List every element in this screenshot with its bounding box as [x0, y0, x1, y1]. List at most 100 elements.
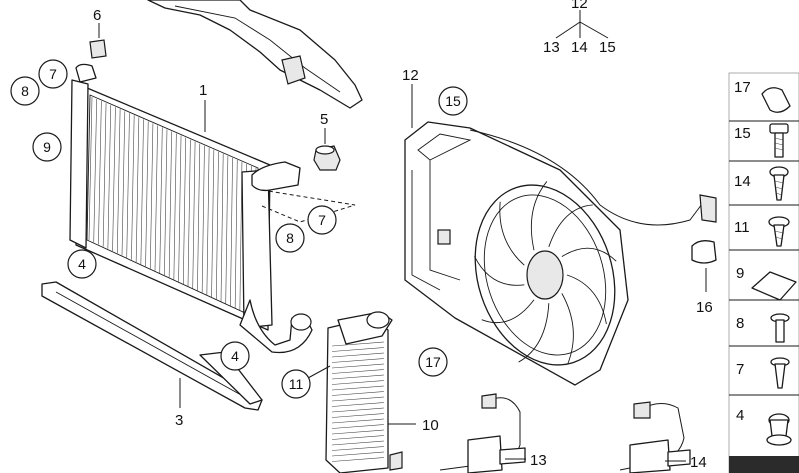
fan-blade: [561, 293, 574, 364]
intercooler-fin: [331, 385, 385, 391]
intercooler-fin: [331, 347, 385, 352]
svg-text:17: 17: [425, 354, 441, 370]
svg-text:11: 11: [289, 376, 304, 392]
svg-text:7: 7: [49, 66, 57, 82]
radiator-fin: [201, 145, 205, 293]
radiator-fin: [206, 147, 210, 296]
intercooler-fin: [331, 446, 385, 451]
circled-callout-11: 11: [281, 369, 311, 399]
intercooler-fin: [331, 424, 385, 429]
fan-blade: [530, 181, 548, 251]
intercooler-fin: [331, 369, 385, 374]
radiator-fin: [126, 113, 130, 258]
intercooler-fin: [331, 429, 385, 435]
small-parts-column: 17 15 14 11 9 8 7 4: [728, 72, 799, 473]
callout-16: 16: [696, 299, 713, 316]
radiator-fin: [173, 133, 177, 280]
circled-callout-8-lower: 8: [275, 223, 305, 253]
intercooler-fin: [331, 363, 385, 369]
screw-11-icon: [768, 216, 790, 247]
radiator-fin: [225, 155, 229, 304]
sidebar-label-11: 11: [734, 219, 750, 236]
clip-17-icon: [761, 87, 791, 113]
grommet-4-icon: [766, 413, 792, 446]
radiator-fin: [140, 119, 144, 265]
callout-15-group: 15: [599, 39, 616, 56]
radiator-fin: [230, 157, 233, 307]
radiator-fin: [168, 131, 172, 278]
callout-13-group: 13: [543, 39, 560, 56]
radiator-fin: [211, 149, 215, 298]
circled-callout-8-upper: 8: [10, 76, 40, 106]
intercooler-fin: [331, 358, 385, 363]
pin-8-icon: [770, 313, 790, 343]
fan-blade: [474, 256, 525, 286]
radiator-fin: [116, 109, 121, 254]
callout-14-group: 14: [571, 39, 588, 56]
bolt-15-icon: [769, 123, 789, 158]
radiator-fin: [187, 139, 191, 287]
callout-14: 14: [690, 454, 707, 471]
intercooler-fin: [331, 435, 385, 440]
callout-1: 1: [199, 82, 207, 99]
intercooler-fin: [331, 413, 385, 418]
radiator-fin: [182, 137, 187, 285]
radiator-fin: [197, 143, 201, 291]
radiator-fin: [121, 111, 126, 256]
intercooler-fin: [331, 396, 385, 402]
sidebar-label-8: 8: [736, 315, 744, 332]
intercooler-fin: [331, 402, 385, 407]
lower-air-guide: [41, 281, 263, 411]
sidebar-label-17: 17: [734, 79, 751, 96]
fan-blade: [566, 274, 607, 325]
grommet-5: [313, 145, 341, 171]
callout-6: 6: [93, 7, 101, 24]
leader-lines: [98, 10, 707, 462]
sidebar-label-4: 4: [736, 407, 744, 424]
radiator-fin: [220, 153, 224, 302]
intercooler-fin: [331, 380, 385, 385]
clip-9-icon: [751, 271, 797, 301]
sidebar-label-14: 14: [734, 173, 751, 190]
rivet-7-icon: [770, 357, 790, 389]
fan-blade: [561, 247, 617, 262]
clip-16: [691, 240, 717, 264]
radiator-fin: [88, 96, 93, 241]
harness-14: [619, 401, 691, 473]
circled-callout-15: 15: [438, 86, 468, 116]
radiator-fin: [112, 107, 116, 252]
radiator-fin: [164, 129, 168, 276]
harness-13: [439, 393, 526, 473]
radiator: [69, 39, 313, 354]
footer-block: [729, 456, 799, 473]
callout-12-group: 12: [571, 0, 588, 12]
svg-text:9: 9: [43, 139, 51, 155]
circled-callout-7-upper: 7: [38, 59, 68, 89]
radiator-fin: [93, 99, 97, 243]
radiator-fin: [131, 115, 135, 260]
callout-12: 12: [402, 67, 419, 84]
callout-10: 10: [422, 417, 439, 434]
intercooler-fin: [331, 440, 385, 446]
sidebar-label-15: 15: [734, 125, 751, 142]
sidebar-label-7: 7: [736, 361, 744, 378]
callout-13: 13: [530, 452, 547, 469]
fan-blade: [499, 201, 525, 266]
radiator-fin: [102, 103, 107, 247]
intercooler-fin: [331, 451, 385, 457]
circled-callout-9: 9: [32, 132, 62, 162]
circled-callout-4-left: 4: [67, 249, 97, 279]
radiator-fin: [154, 125, 158, 271]
radiator-fin: [135, 117, 140, 263]
intercooler-fin: [331, 391, 385, 396]
intercooler-fin: [331, 407, 385, 413]
circled-callout-17: 17: [418, 347, 448, 377]
radiator-fin: [215, 151, 219, 300]
callout-3: 3: [175, 412, 183, 429]
intercooler-fin: [331, 457, 385, 462]
intercooler-fin: [331, 418, 385, 424]
fan-shroud: [404, 121, 717, 386]
radiator-fin: [98, 101, 102, 245]
radiator-fin: [234, 159, 238, 309]
